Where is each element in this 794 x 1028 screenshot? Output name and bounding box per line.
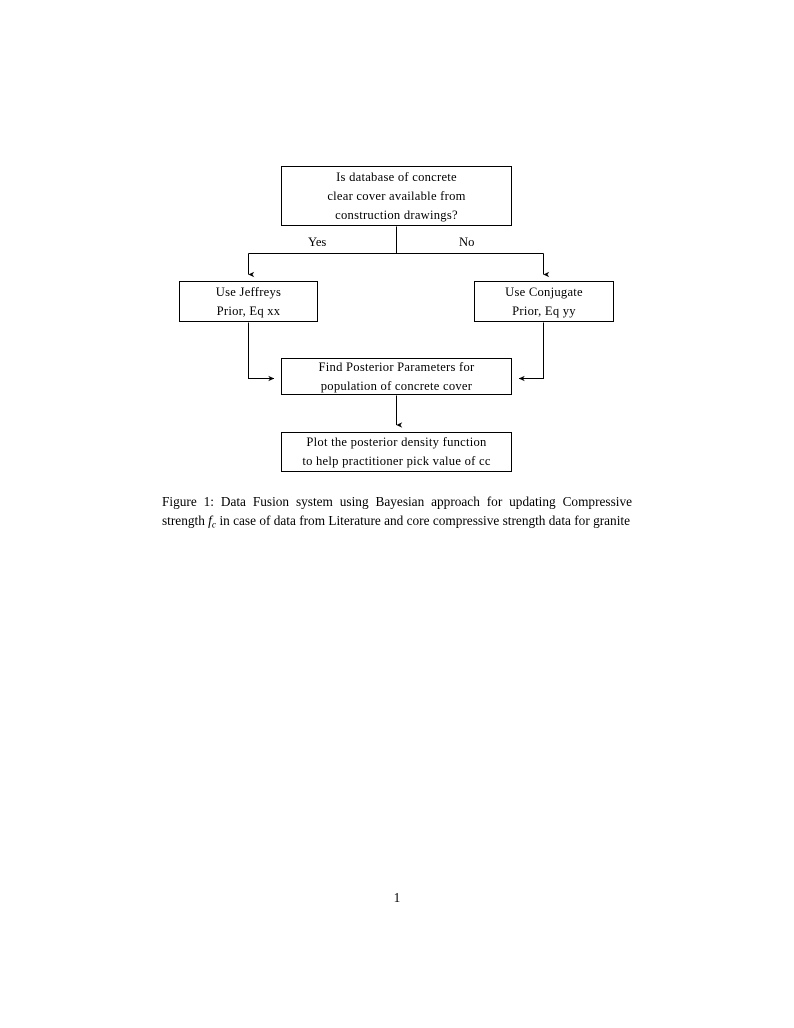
- connector-jeffreys-to-posterior: [248, 322, 275, 382]
- node-jeffreys-line-2: Prior, Eq xx: [216, 303, 281, 318]
- flow-node-question: Is database of concrete clear cover avai…: [281, 166, 512, 226]
- figure-caption: Figure 1: Data Fusion system using Bayes…: [162, 492, 632, 535]
- flow-node-conjugate-prior: Use Conjugate Prior, Eq yy: [474, 281, 614, 322]
- connector-conjugate-to-posterior: [518, 322, 544, 382]
- node-question-line-2: clear cover available from: [327, 188, 466, 203]
- figure-caption-math-symbol: fc: [208, 513, 217, 532]
- node-posterior-line-1: Find Posterior Parameters for: [318, 359, 475, 374]
- node-plot-line-2: to help practitioner pick value of cc: [302, 454, 491, 468]
- flow-node-plot-posterior-density: Plot the posterior density function to h…: [281, 432, 512, 472]
- edge-label-yes: Yes: [308, 235, 327, 249]
- figure-caption-text-part1: Data Fusion system using Bayesian approa…: [162, 494, 632, 529]
- math-variable-f: f: [208, 513, 212, 529]
- node-conjugate-line-1: Use Conjugate: [505, 284, 583, 299]
- figure-flowchart: Is database of concrete clear cover avai…: [0, 0, 794, 490]
- math-subscript-c: c: [211, 520, 217, 532]
- node-question-line-3: construction drawings?: [335, 207, 458, 222]
- edge-label-no: No: [459, 235, 475, 249]
- figure-caption-text-part2: in case of data from Literature and core…: [219, 513, 631, 529]
- node-plot-line-1: Plot the posterior density function: [306, 435, 487, 449]
- flow-node-jeffreys-prior: Use Jeffreys Prior, Eq xx: [179, 281, 318, 322]
- flowchart-connectors: [248, 226, 550, 428]
- flow-node-find-posterior-parameters: Find Posterior Parameters for population…: [281, 358, 512, 395]
- node-question-line-1: Is database of concrete: [336, 169, 457, 184]
- figure-caption-label: Figure 1:: [162, 494, 214, 509]
- page-number: 1: [393, 890, 401, 905]
- node-conjugate-line-2: Prior, Eq yy: [512, 303, 576, 318]
- node-posterior-line-2: population of concrete cover: [320, 378, 473, 393]
- node-jeffreys-line-1: Use Jeffreys: [215, 284, 282, 299]
